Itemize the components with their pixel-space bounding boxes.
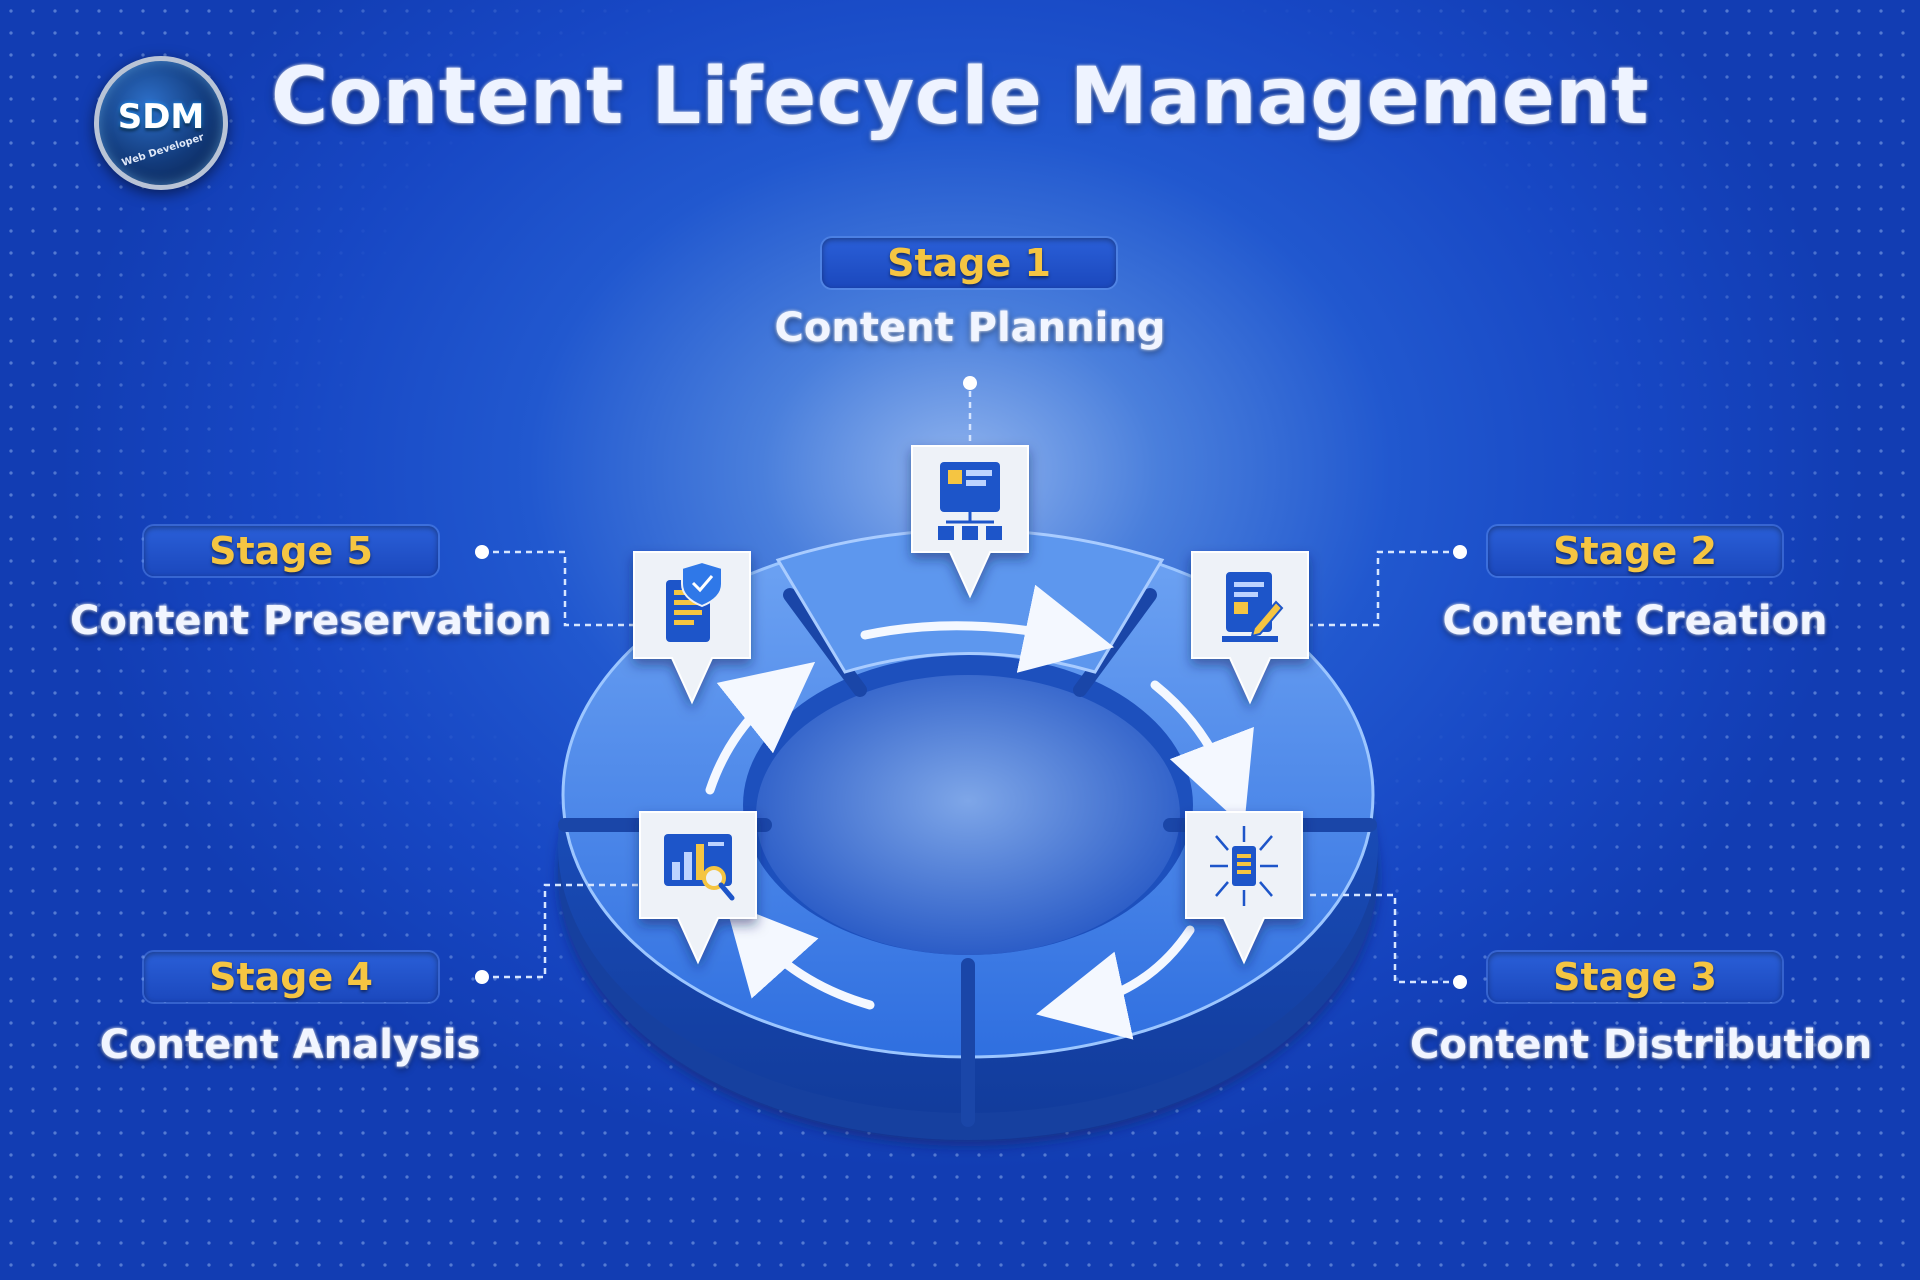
stage5-label-pill: Stage 5 <box>144 526 438 576</box>
arrow-stage4-to-5 <box>724 901 875 1010</box>
arrow-stage1-to-2 <box>860 584 1115 673</box>
stage1-icon-pin <box>911 445 1029 599</box>
secure-document-icon <box>666 560 723 642</box>
stage2-label-pill: Stage 2 <box>1488 526 1782 576</box>
stage5-name: Content Preservation <box>70 598 552 644</box>
stage3-name: Content Distribution <box>1410 1022 1873 1068</box>
stage3-label-pill: Stage 3 <box>1488 952 1782 1002</box>
stage2-icon-pin <box>1191 551 1309 705</box>
logo-text: SDM <box>117 97 205 137</box>
stage1-name: Content Planning <box>774 305 1166 351</box>
arrow-stage3-to-4 <box>1036 925 1195 1040</box>
sdm-logo: SDM Web Developer <box>94 56 228 190</box>
stage4-label-pill: Stage 4 <box>144 952 438 1002</box>
page-title: Content Lifecycle Management <box>270 52 1650 142</box>
arrow-stage5-to-1 <box>705 661 816 795</box>
connector-stage2 <box>1310 550 1460 627</box>
document-edit-icon <box>1222 572 1284 642</box>
flow-arrows <box>705 584 1254 1040</box>
stage5-icon-pin <box>633 551 751 705</box>
analytics-chart-icon <box>664 834 735 901</box>
arrow-stage2-to-3 <box>1150 680 1254 828</box>
stage1-label-pill: Stage 1 <box>822 238 1116 288</box>
stage2-name: Content Creation <box>1442 598 1828 644</box>
stage3-icon-pin <box>1185 811 1303 965</box>
connector-endpoints <box>475 376 1467 989</box>
stage4-name: Content Analysis <box>99 1022 481 1068</box>
planning-flowchart-icon <box>938 462 1002 540</box>
stage4-icon-pin <box>639 811 757 965</box>
distribution-share-icon <box>1210 826 1278 906</box>
connector-lines <box>482 380 1460 984</box>
